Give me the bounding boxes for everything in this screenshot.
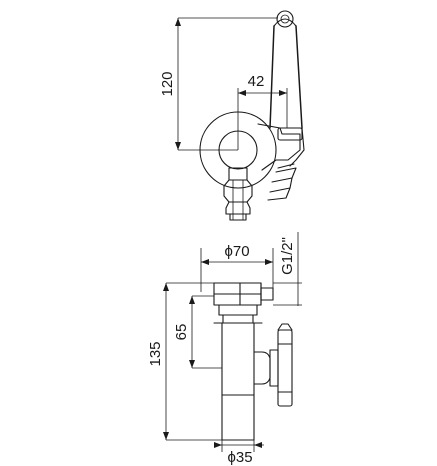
side-outlet (253, 323, 293, 407)
side-view: ϕ70 G1/2" 135 65 (147, 232, 302, 466)
valve-body-circle (218, 130, 258, 170)
hose-connector (223, 167, 253, 221)
shower-head-top (273, 18, 297, 27)
dimension-65: 65 (173, 295, 222, 369)
flange-block (213, 282, 274, 306)
dimension-label-thread: G1/2" (279, 237, 296, 275)
wall-flange-outer (199, 111, 277, 189)
valve-body (221, 322, 255, 441)
dimension-phi70: ϕ70 (200, 243, 274, 292)
spray-head-icon (276, 10, 294, 28)
dimension-thread: G1/2" (273, 232, 302, 306)
hose-spring (267, 163, 297, 201)
dimension-42: 42 (237, 73, 288, 150)
shower-handle (269, 25, 303, 129)
holder-bracket (257, 123, 301, 171)
dimension-label-42: 42 (248, 73, 265, 90)
dimension-label-120: 120 (159, 71, 176, 96)
dimension-label-65: 65 (173, 324, 190, 341)
dimension-120: 120 (159, 17, 278, 151)
dimension-label-phi35: ϕ35 (227, 449, 252, 466)
dimension-label-135: 135 (147, 341, 164, 366)
dimension-label-phi70: ϕ70 (224, 243, 249, 260)
front-view: 120 42 (159, 10, 305, 221)
dimension-phi35: ϕ35 (214, 440, 264, 466)
flange-neck (213, 304, 263, 324)
dimension-135: 135 (147, 282, 222, 441)
